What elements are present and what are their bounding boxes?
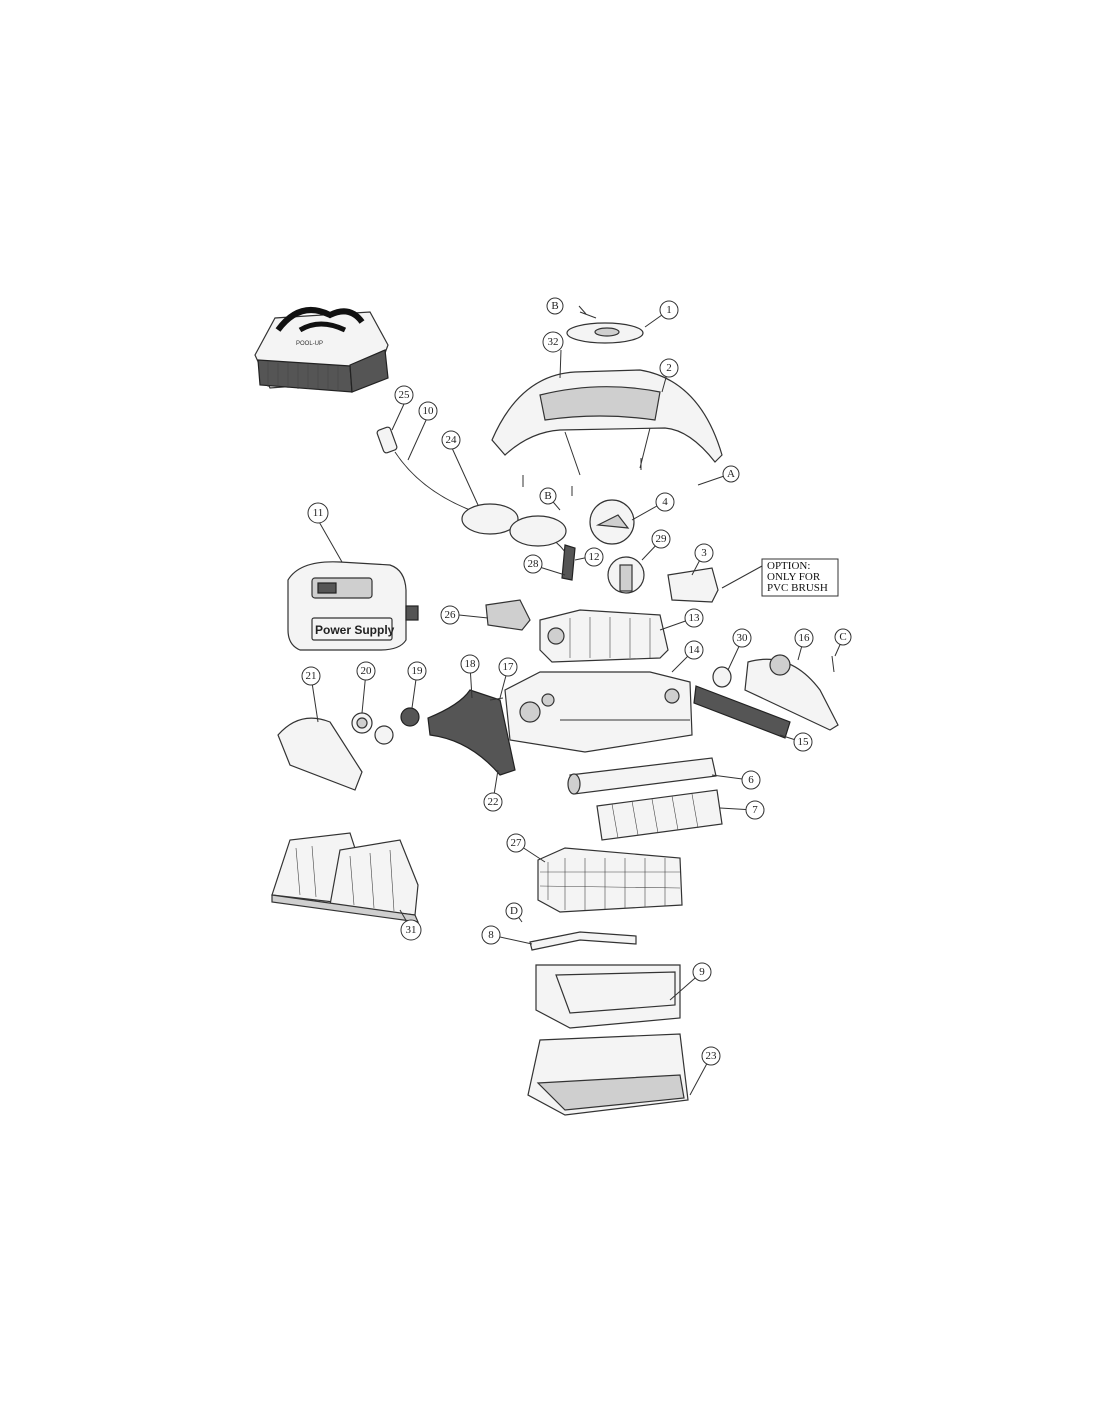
callout-25: 25 [394,385,414,405]
callout-C: C [834,628,852,646]
motor-cover [485,599,531,631]
callout-B-top: B [546,297,564,315]
callout-32: 32 [542,331,564,353]
part-callouts: 1 32 2 B A 25 10 24 B 4 12 29 28 3 11 26… [301,297,852,1066]
svg-text:3: 3 [701,547,707,559]
svg-text:16: 16 [799,632,811,644]
svg-text:22: 22 [488,796,499,808]
svg-text:1: 1 [666,304,672,316]
callout-18: 18 [460,654,480,674]
svg-text:26: 26 [445,609,457,621]
svg-text:D: D [510,905,518,917]
svg-text:27: 27 [511,837,523,849]
svg-text:8: 8 [488,929,494,941]
callout-30: 30 [732,628,752,648]
svg-text:30: 30 [737,632,749,644]
motor-unit [539,609,669,663]
right-side-parts [693,654,839,739]
callout-15: 15 [793,732,813,752]
svg-text:14: 14 [689,644,701,656]
callout-21: 21 [301,666,321,686]
top-cover-assembly [491,311,723,496]
option-note-line1: OPTION: [767,560,810,572]
svg-text:31: 31 [406,924,417,936]
svg-text:10: 10 [423,405,435,417]
callout-17: 17 [498,657,518,677]
callout-A: A [722,465,740,483]
callout-22: 22 [483,792,503,812]
svg-text:C: C [839,631,846,643]
power-supply-unit: Power Supply [287,561,419,651]
power-supply-label: Power Supply [315,623,395,637]
callout-28: 28 [523,554,543,574]
callout-14: 14 [684,640,704,660]
callout-10: 10 [418,401,438,421]
cable-assembly [376,426,576,581]
svg-text:9: 9 [699,966,705,978]
svg-text:A: A [727,468,735,480]
filter-basket [537,847,683,913]
svg-text:11: 11 [313,507,324,519]
svg-text:25: 25 [399,389,411,401]
callout-19: 19 [407,661,427,681]
callout-13: 13 [684,608,704,628]
callout-1: 1 [659,300,679,320]
robot-cleaner-thumbnail: POOL-UP [254,307,389,393]
callout-B-mid: B [539,487,557,505]
svg-text:7: 7 [752,804,758,816]
chassis [504,671,693,753]
bottom-parts [527,931,689,1116]
callout-6: 6 [741,770,761,790]
svg-text:20: 20 [361,665,373,677]
filter-panels [271,832,419,923]
svg-text:19: 19 [412,665,424,677]
callout-27: 27 [506,833,526,853]
svg-text:23: 23 [706,1050,718,1062]
callout-29: 29 [651,529,671,549]
svg-text:B: B [551,300,558,312]
svg-text:24: 24 [446,434,458,446]
svg-text:32: 32 [548,336,559,348]
left-side-parts [277,689,516,791]
robot-logo: POOL-UP [296,341,323,347]
svg-text:18: 18 [465,658,477,670]
callout-20: 20 [356,661,376,681]
svg-text:21: 21 [306,670,317,682]
option-note-line3: PVC BRUSH [767,582,828,594]
impeller-parts [589,499,645,594]
callout-31: 31 [400,919,422,941]
svg-text:15: 15 [798,736,810,748]
callout-12: 12 [584,547,604,567]
callout-11: 11 [307,502,329,524]
callout-9: 9 [692,962,712,982]
svg-text:12: 12 [589,551,600,563]
roller-and-brush [567,757,723,841]
option-note-line2: ONLY FOR [767,571,821,583]
svg-text:6: 6 [748,774,754,786]
callout-4: 4 [655,492,675,512]
callout-7: 7 [745,800,765,820]
callout-8: 8 [481,925,501,945]
brush-clip-option: OPTION: ONLY FOR PVC BRUSH [667,558,839,603]
svg-text:28: 28 [528,558,540,570]
callout-26: 26 [440,605,460,625]
callout-16: 16 [794,628,814,648]
callout-D: D [505,902,523,920]
svg-text:4: 4 [662,496,668,508]
callout-23: 23 [701,1046,721,1066]
callout-24: 24 [441,430,461,450]
svg-text:2: 2 [666,362,672,374]
callout-2: 2 [659,358,679,378]
svg-text:29: 29 [656,533,668,545]
svg-text:17: 17 [503,661,515,673]
svg-text:B: B [544,490,551,502]
callout-3: 3 [694,543,714,563]
svg-text:13: 13 [689,612,701,624]
